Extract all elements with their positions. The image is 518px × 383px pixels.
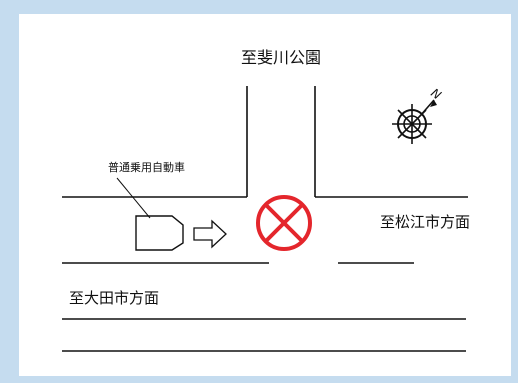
road-lines — [62, 86, 468, 352]
right-arrow-icon — [193, 219, 227, 249]
label-east-destination: 至松江市方面 — [380, 213, 470, 231]
label-north-destination: 至斐川公園 — [241, 48, 321, 67]
north-compass-icon: N — [392, 86, 444, 144]
vehicle-callout-line — [116, 177, 151, 219]
label-west-destination: 至大田市方面 — [69, 289, 159, 307]
label-vehicle: 普通乗用自動車 — [108, 160, 185, 174]
vehicle-icon — [135, 215, 184, 251]
paper — [19, 14, 511, 376]
accident-marker-icon — [256, 195, 312, 251]
